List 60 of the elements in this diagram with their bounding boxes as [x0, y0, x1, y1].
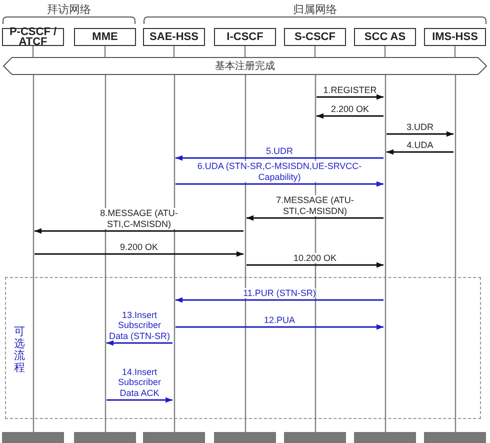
group-heading: 拜访网络 [46, 2, 92, 17]
message-arrow [34, 228, 244, 234]
participant-box [214, 28, 276, 46]
participant-box [2, 28, 64, 46]
lifeline-segment [32, 46, 34, 57]
participant-name: S-CSCF [294, 32, 336, 42]
participant-name: SAE-HSS [150, 32, 198, 42]
lifeline-segment [314, 46, 316, 57]
lifeline [454, 75, 456, 432]
lifeline [384, 75, 386, 432]
lifeline-segment [173, 46, 175, 57]
lifeline-end-bar [424, 432, 486, 443]
participant-name: MME [92, 32, 118, 42]
message-arrow [176, 324, 384, 330]
message-arrow [386, 131, 454, 137]
participant-box [424, 28, 486, 46]
participant-name: P-CSCF / ATCF [8, 26, 58, 48]
message-arrow [246, 262, 384, 268]
lifeline-end-bar [284, 432, 346, 443]
message-arrow [386, 149, 454, 155]
participant-name: I-CSCF [226, 32, 264, 42]
lifeline-end-bar [143, 432, 205, 443]
message-arrow [316, 94, 384, 100]
lifeline [32, 75, 34, 432]
frame-label: 可选流程 [14, 326, 25, 374]
hexagon-band [3, 57, 487, 75]
lifeline-segment [104, 46, 106, 57]
participant-box [74, 28, 136, 46]
edge-label: 1.REGISTER [323, 84, 377, 95]
participant-box [284, 28, 346, 46]
participant-name: IMS-HSS [432, 32, 478, 42]
message-arrow [176, 297, 384, 303]
edge-label: 4.UDA [406, 140, 434, 150]
message-arrow [246, 215, 384, 221]
edge-label: 5.UDR [266, 146, 293, 156]
edge-label: 2.200 OK [330, 104, 370, 114]
edge-label: 3.UDR [406, 122, 434, 132]
edge-label: 10.200 OK [293, 252, 337, 263]
band-label: 基本注册完成 [215, 60, 275, 73]
lifeline-end-bar [74, 432, 136, 443]
lifeline-segment [384, 46, 386, 57]
message-arrow [316, 113, 384, 119]
edge-label: 12.PUA [264, 314, 296, 325]
message-arrow [176, 155, 384, 161]
message-arrow [106, 340, 172, 346]
lifeline-segment [454, 46, 456, 57]
lifeline-segment [244, 46, 246, 57]
message-arrow [106, 397, 172, 403]
message-arrow [34, 251, 244, 257]
lifeline-end-bar [2, 432, 64, 443]
group-heading: 归属网络 [292, 3, 338, 17]
participant-box [354, 28, 416, 46]
participant-name: SCC AS [364, 32, 406, 42]
lifeline-end-bar [214, 432, 276, 443]
participant-box [143, 28, 205, 46]
edge-label: 13.Insert Subscriber Data (STN-SR) [108, 310, 172, 341]
message-arrow [176, 181, 384, 187]
edge-label: 9.200 OK [120, 242, 158, 252]
edge-label: 11.PUR (STN-SR) [243, 288, 316, 298]
lifeline-end-bar [354, 432, 416, 443]
